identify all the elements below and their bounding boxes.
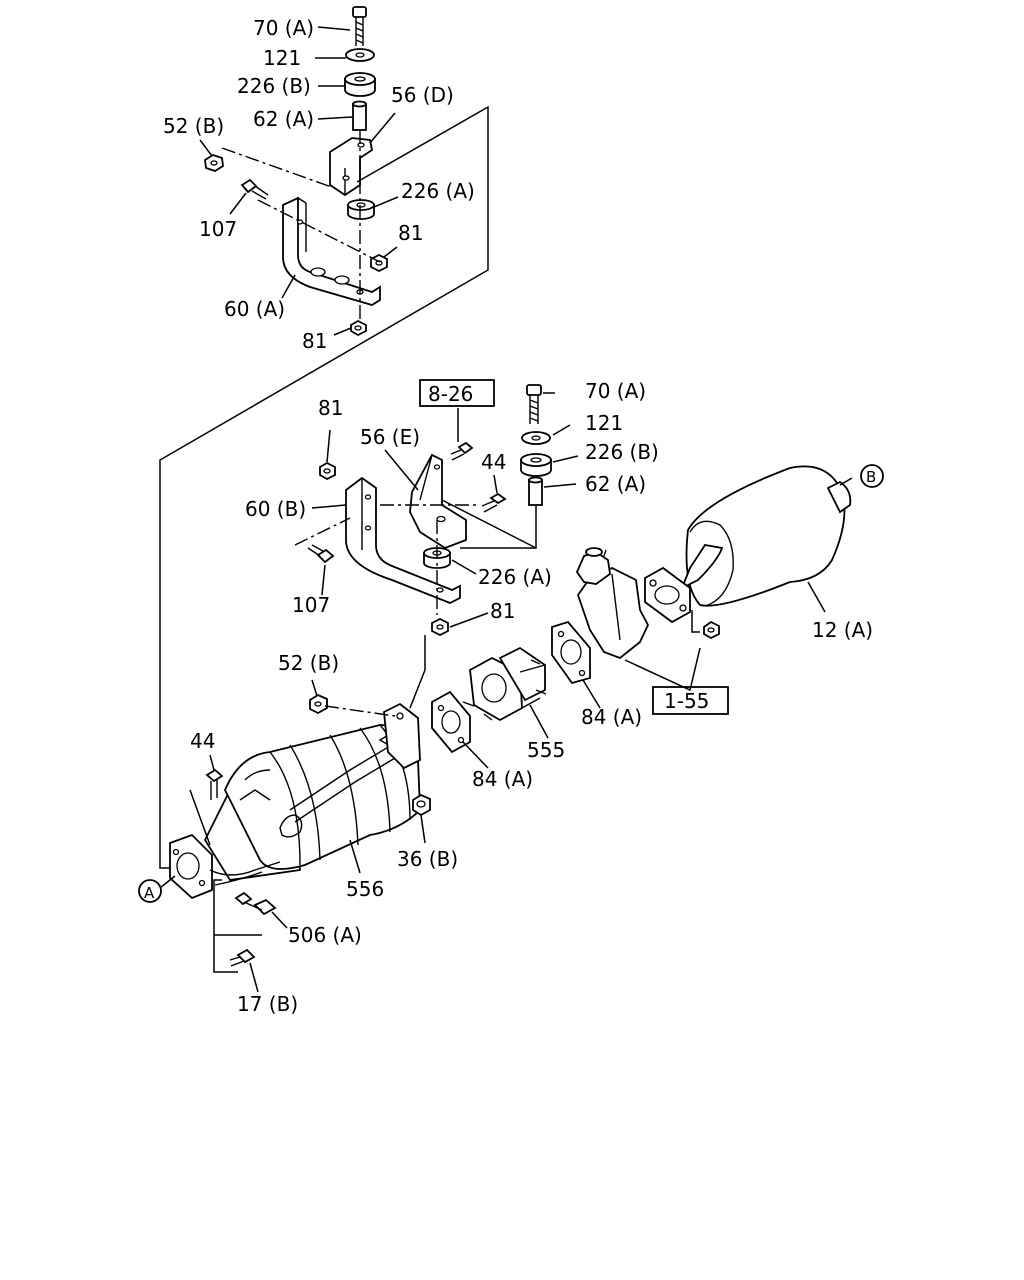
gasket-84a-right	[551, 620, 591, 685]
bolt-506a	[234, 891, 277, 916]
label-81-top1: 81	[398, 221, 423, 245]
nut-1-55	[703, 620, 720, 640]
label-226b-top: 226 (B)	[237, 74, 311, 98]
rubber-226b-mid	[520, 453, 552, 477]
leader-lines	[159, 26, 853, 993]
middle-mount-assembly	[294, 379, 552, 709]
label-226a-mid: 226 (A)	[478, 565, 552, 589]
flex-joint-555	[462, 646, 547, 722]
label-56d: 56 (D)	[391, 83, 454, 107]
catalytic-converter-556	[169, 702, 421, 900]
bolt-44-low	[205, 768, 224, 800]
label-121-top: 121	[263, 46, 301, 70]
label-107-mid: 107	[292, 593, 330, 617]
label-84a-right: 84 (A)	[581, 705, 642, 729]
label-52b-top: 52 (B)	[163, 114, 224, 138]
top-mount-assembly	[159, 6, 489, 869]
label-44-mid: 44	[481, 450, 506, 474]
nut-52b-top	[204, 154, 224, 172]
label-60a: 60 (A)	[224, 297, 285, 321]
nut-52b-mid	[309, 693, 328, 715]
bolt-44-mid	[481, 492, 507, 513]
nut-81-mid2	[431, 617, 449, 637]
label-121-mid: 121	[585, 411, 623, 435]
label-ref-a: A	[144, 884, 155, 902]
label-8-26: 8-26	[428, 382, 473, 406]
bracket-60b	[345, 476, 461, 604]
ref-circle-b	[860, 464, 884, 488]
label-52b-mid: 52 (B)	[278, 651, 339, 675]
label-556: 556	[346, 877, 384, 901]
label-62a-top: 62 (A)	[253, 107, 314, 131]
bolt-17b	[229, 948, 256, 967]
label-36b: 36 (B)	[397, 847, 458, 871]
label-70a-mid: 70 (A)	[585, 379, 646, 403]
bolt-70a-mid	[526, 384, 542, 424]
bolt-8-26	[450, 441, 474, 461]
rubber-226a-top	[347, 199, 375, 220]
label-81-mid2: 81	[490, 599, 515, 623]
washer-121-top	[345, 48, 375, 62]
muffler-12a	[680, 465, 852, 607]
label-56e: 56 (E)	[360, 425, 420, 449]
label-506a: 506 (A)	[288, 923, 362, 947]
label-1-55: 1-55	[664, 689, 709, 713]
bolt-107-top	[240, 178, 269, 200]
nut-81-top2	[350, 319, 367, 337]
front-pipe	[575, 547, 650, 660]
label-81-mid1: 81	[318, 396, 343, 420]
ref-box-8-26	[419, 379, 495, 407]
label-44-low: 44	[190, 729, 215, 753]
label-12a: 12 (A)	[812, 618, 873, 642]
bracket-56e	[409, 453, 467, 550]
label-226b-mid: 226 (B)	[585, 440, 659, 464]
label-84a-left: 84 (A)	[472, 767, 533, 791]
label-107-top: 107	[199, 217, 237, 241]
label-ref-b: B	[866, 468, 876, 486]
label-555: 555	[527, 738, 565, 762]
label-62a-mid: 62 (A)	[585, 472, 646, 496]
part-labels: 70 (A) 121 226 (B) 62 (A) 56 (D) 52 (B) …	[144, 16, 876, 1016]
nut-36b	[412, 793, 431, 817]
nut-81-mid1	[319, 461, 336, 481]
washer-121-mid	[521, 431, 551, 445]
label-226a-top: 226 (A)	[401, 179, 475, 203]
bolt-107-mid	[307, 544, 335, 564]
label-70a-top: 70 (A)	[253, 16, 314, 40]
rubber-226b-top	[344, 72, 376, 97]
label-60b: 60 (B)	[245, 497, 306, 521]
collar-62a-top	[352, 100, 367, 131]
gasket-84a-left	[431, 690, 471, 754]
muffler-assembly	[431, 465, 852, 754]
collar-62a-mid	[528, 476, 543, 506]
bracket-60a	[282, 196, 381, 306]
ref-circle-a	[138, 879, 162, 903]
bracket-56d	[329, 137, 374, 197]
label-81-top2: 81	[302, 329, 327, 353]
muffler-flange	[644, 566, 691, 624]
label-17b: 17 (B)	[237, 992, 298, 1016]
bolt-70a-top	[352, 6, 367, 46]
